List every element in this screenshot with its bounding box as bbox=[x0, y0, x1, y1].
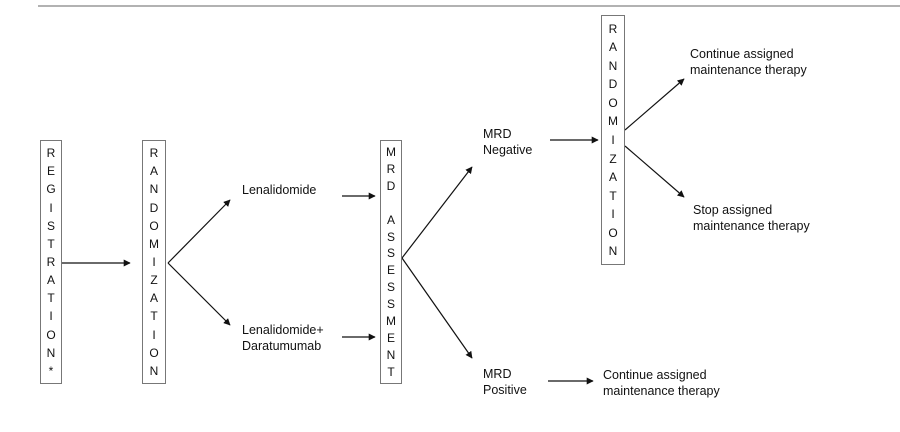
vertical-letter: I bbox=[611, 207, 615, 222]
vertical-letter: S bbox=[386, 280, 395, 295]
vertical-letter: T bbox=[150, 309, 158, 324]
vertical-letter: M bbox=[608, 114, 618, 129]
vertical-letter: T bbox=[609, 188, 617, 203]
arrow-to-lenalidomide-daratumumab bbox=[167, 262, 231, 326]
continue-maintenance-bottom: Continue assigned maintenance therapy bbox=[603, 367, 720, 399]
vertical-letter: Z bbox=[150, 273, 158, 288]
vertical-letter bbox=[389, 197, 392, 209]
continue-top-line1: Continue assigned bbox=[690, 47, 794, 61]
arm-b-line1: Lenalidomide+ bbox=[242, 323, 324, 337]
stop-line1: Stop assigned bbox=[693, 203, 773, 217]
vertical-letter: N bbox=[608, 244, 618, 259]
vertical-letter: O bbox=[149, 218, 159, 233]
vertical-letter: O bbox=[608, 225, 618, 240]
arrow-to-mrd-positive bbox=[401, 257, 473, 359]
vertical-letter: A bbox=[149, 164, 158, 179]
vertical-letter: O bbox=[608, 95, 618, 110]
vertical-letter: E bbox=[386, 263, 395, 278]
arrow-to-stop-maintenance bbox=[624, 145, 685, 198]
vertical-letter: I bbox=[49, 200, 53, 215]
vertical-letter: N bbox=[149, 363, 159, 378]
arrow-to-continue-maintenance-top bbox=[624, 78, 685, 131]
vertical-letter: E bbox=[46, 164, 55, 179]
vertical-letter: R bbox=[46, 254, 56, 269]
arrow-to-mrd-negative bbox=[401, 166, 473, 259]
vertical-letter: M bbox=[386, 144, 396, 159]
vertical-letter: A bbox=[608, 170, 617, 185]
vertical-letter: I bbox=[49, 309, 53, 324]
vertical-letter: I bbox=[611, 132, 615, 147]
vertical-letter: N bbox=[608, 58, 618, 73]
vertical-letter: D bbox=[386, 178, 396, 193]
vertical-letter: S bbox=[386, 246, 395, 261]
vertical-letter: T bbox=[47, 236, 55, 251]
vertical-letter: N bbox=[46, 345, 56, 360]
mrd-positive-label: MRD Positive bbox=[483, 366, 527, 398]
vertical-letter: * bbox=[48, 363, 54, 378]
vertical-letter: R bbox=[386, 161, 396, 176]
vertical-letter: N bbox=[386, 347, 396, 362]
vertical-letter: I bbox=[152, 327, 156, 342]
vertical-letter: S bbox=[386, 297, 395, 312]
mrd-negative-label: MRD Negative bbox=[483, 126, 532, 158]
arrow-to-lenalidomide bbox=[167, 199, 231, 264]
vertical-letter: R bbox=[608, 21, 618, 36]
vertical-letter: I bbox=[152, 254, 156, 269]
vertical-letter: R bbox=[149, 146, 159, 161]
continue-maintenance-top: Continue assigned maintenance therapy bbox=[690, 46, 807, 78]
vertical-letter: D bbox=[608, 77, 618, 92]
stop-line2: maintenance therapy bbox=[693, 219, 810, 233]
vertical-letter: M bbox=[149, 236, 159, 251]
vertical-letter: D bbox=[149, 200, 159, 215]
vertical-letter: G bbox=[46, 182, 56, 197]
mrd-negative-line2: Negative bbox=[483, 143, 533, 157]
vertical-letter: A bbox=[608, 40, 617, 55]
vertical-letter: T bbox=[387, 364, 395, 379]
continue-bottom-line1: Continue assigned bbox=[603, 368, 707, 382]
continue-top-line2: maintenance therapy bbox=[690, 63, 807, 77]
vertical-letter: R bbox=[46, 146, 56, 161]
mrd-positive-line2: Positive bbox=[483, 383, 527, 397]
vertical-letter: M bbox=[386, 314, 396, 329]
vertical-letter: A bbox=[386, 212, 395, 227]
arm-lenalidomide-text: Lenalidomide bbox=[242, 183, 317, 197]
vertical-letter: A bbox=[149, 291, 158, 306]
mrd-negative-line1: MRD bbox=[483, 127, 512, 141]
vertical-letter: N bbox=[149, 182, 159, 197]
vertical-letter: Z bbox=[609, 151, 617, 166]
arm-lenalidomide: Lenalidomide bbox=[242, 182, 316, 198]
vertical-letter: S bbox=[46, 218, 55, 233]
continue-bottom-line2: maintenance therapy bbox=[603, 384, 720, 398]
stop-maintenance: Stop assigned maintenance therapy bbox=[693, 202, 810, 234]
vertical-letter: S bbox=[386, 229, 395, 244]
arm-b-line2: Daratumumab bbox=[242, 339, 322, 353]
arm-lenalidomide-daratumumab: Lenalidomide+ Daratumumab bbox=[242, 322, 324, 354]
vertical-letter: O bbox=[46, 327, 56, 342]
vertical-letter: O bbox=[149, 345, 159, 360]
vertical-letter: T bbox=[47, 291, 55, 306]
vertical-letter: E bbox=[386, 331, 395, 346]
mrd-positive-line1: MRD bbox=[483, 367, 512, 381]
vertical-letter: A bbox=[46, 273, 55, 288]
